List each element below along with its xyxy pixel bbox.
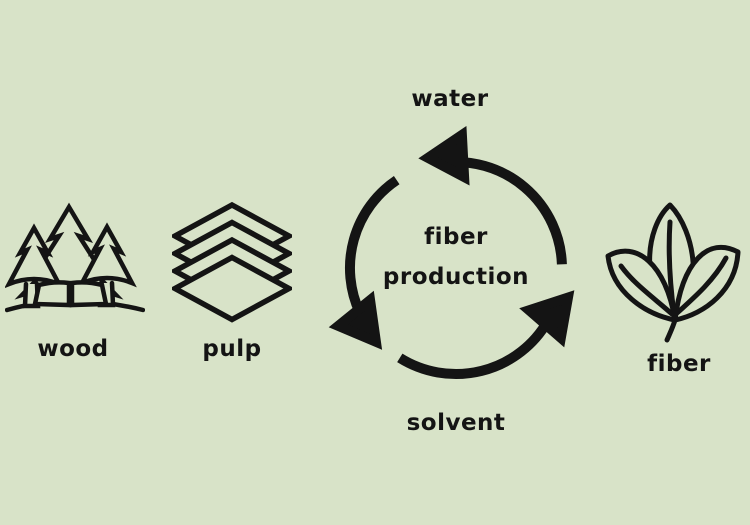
layer-4 (172, 254, 292, 323)
fiber-label: fiber (647, 351, 711, 377)
fiber-stage (600, 194, 745, 346)
cycle-arc-left (345, 175, 400, 315)
right-tree (77, 222, 137, 288)
stem (664, 317, 678, 343)
cycle-center-label-line2: production (382, 264, 530, 290)
cycle-arrowhead-right (519, 290, 575, 348)
wood-stage (5, 198, 145, 320)
solvent-label: solvent (406, 410, 506, 436)
center-leaf-vein (666, 219, 677, 317)
left-tree (5, 223, 64, 289)
right-leaf-vein (673, 255, 729, 317)
cycle-arc-bottom (397, 318, 553, 380)
cycle-center-label-line1: fiber (424, 224, 488, 250)
water-label: water (411, 86, 489, 112)
leaves-icon (605, 202, 741, 343)
wood-label: wood (37, 336, 109, 362)
cycle-arrowhead-left (328, 290, 383, 350)
circular-arrows-icon (328, 125, 575, 380)
center-tree-trunk-right (69, 280, 109, 308)
cycle-center-label: fiber production (346, 217, 566, 297)
center-tree-trunk-left (32, 280, 72, 308)
pulp-label: pulp (202, 336, 262, 362)
stacked-layers-icon (172, 201, 292, 323)
cycle-arrowhead-top (418, 125, 470, 186)
pulp-stage (172, 199, 292, 323)
production-cycle (306, 118, 606, 418)
pine-trees-icon (5, 202, 145, 313)
left-leaf-vein (618, 263, 675, 317)
